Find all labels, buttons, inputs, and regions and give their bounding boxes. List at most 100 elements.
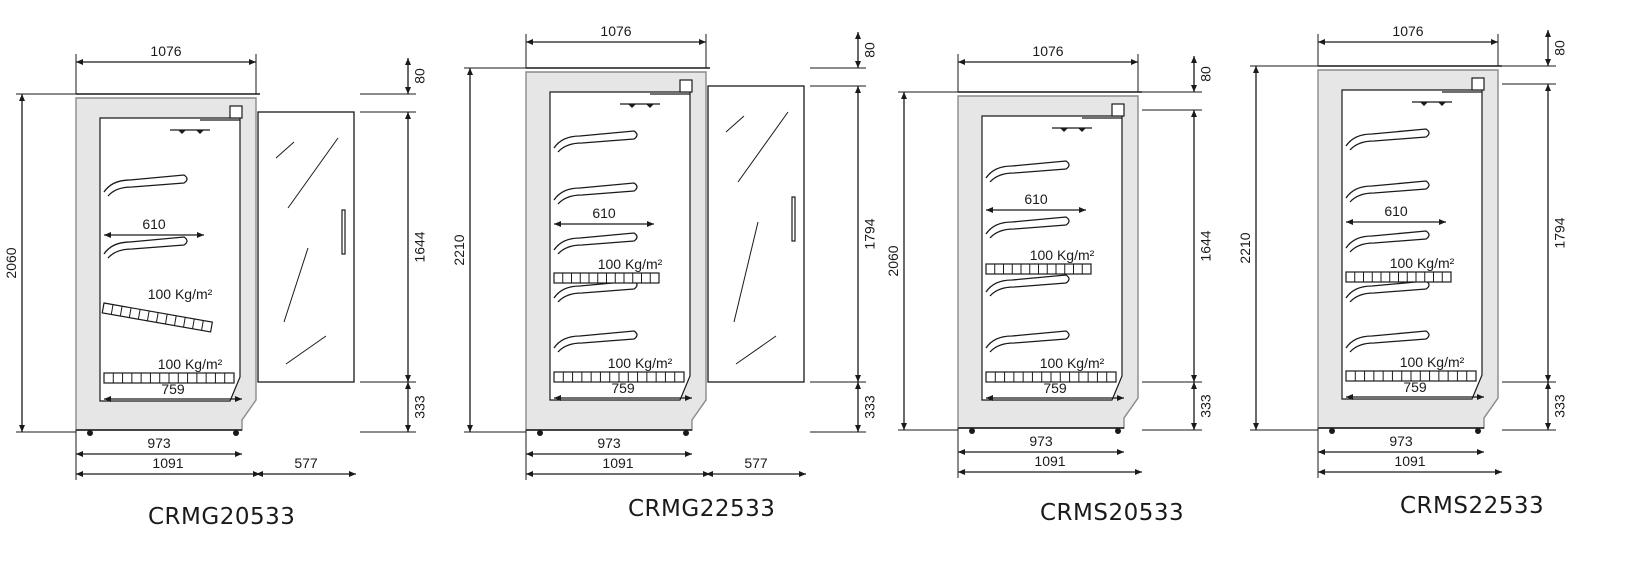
dim-inner-width-arrow-start (986, 395, 993, 401)
dim-shelf-depth-arrow-end (1439, 219, 1446, 225)
dim-overall-depth: 1091 (958, 453, 1142, 475)
dim-door-height-arrow-end (405, 375, 411, 382)
dim-width-top-arrow-end (1131, 59, 1138, 65)
dim-base-height-label: 333 (861, 395, 877, 419)
shelf-outline (553, 330, 638, 353)
shelf-outline (1345, 230, 1430, 253)
dim-width-top: 1076 (958, 43, 1138, 65)
shelf-outline (985, 330, 1070, 353)
dim-base-depth: 973 (526, 435, 692, 457)
glass-reflection (285, 335, 327, 365)
foot (969, 428, 975, 434)
dim-width-top-arrow-start (958, 59, 965, 65)
shelf (985, 274, 1070, 297)
dim-overall-height: 2210 (451, 68, 473, 432)
cabinet-cavity (549, 91, 691, 401)
dim-base-height-arrow-start (1191, 382, 1197, 389)
base-load-blocks (985, 371, 1117, 383)
dim-top-gap-arrow-end (1191, 85, 1197, 92)
shelf (103, 174, 188, 197)
dim-shelf-depth-label: 610 (1384, 203, 1408, 219)
dim-width-top: 1076 (76, 43, 256, 65)
dim-overall-height-arrow-start (467, 68, 473, 75)
foot (683, 430, 689, 436)
model-label-crmg20533: CRMG20533 (148, 504, 296, 530)
dim-width-top-label: 1076 (1032, 43, 1063, 59)
evaporator-box (1111, 103, 1125, 117)
shelf-load-blocks-sep (110, 304, 114, 315)
dim-shelf-depth-label: 610 (1024, 191, 1048, 207)
shelf-outline (985, 274, 1070, 297)
dim-door-swing-arrow-end (349, 471, 356, 477)
glass-reflection (275, 141, 295, 159)
foot (87, 430, 93, 436)
dim-top-gap-label: 80 (1551, 40, 1567, 56)
shelf-load-blocks-sep (201, 320, 204, 331)
dim-base-depth-label: 973 (1029, 433, 1053, 449)
dim-overall-height-arrow-end (901, 423, 907, 430)
dim-base-height-arrow-end (1545, 423, 1551, 430)
dim-overall-depth-arrow-end (703, 471, 710, 477)
dim-inner-width: 759 (104, 381, 242, 402)
shelf (1345, 330, 1430, 353)
shelf (985, 216, 1070, 239)
dim-top-gap-arrow-start (1545, 30, 1551, 37)
base-load-label: 100 Kg/m² (1040, 355, 1105, 371)
dim-base-height-arrow-end (1191, 423, 1197, 430)
dim-top-gap-arrow-end (855, 61, 861, 68)
door-handle (791, 196, 796, 242)
dim-width-top-label: 1076 (150, 43, 181, 59)
dim-overall-depth-label: 1091 (602, 455, 633, 471)
dim-door-height-arrow-end (855, 375, 861, 382)
dim-top-gap-arrow-start (405, 58, 411, 65)
dim-base-height: 333 (855, 382, 877, 432)
dim-base-depth: 973 (1318, 433, 1484, 455)
dim-overall-depth-arrow-start (1318, 469, 1325, 475)
dim-width-top-arrow-start (76, 59, 83, 65)
dim-base-depth-arrow-start (958, 449, 965, 455)
dim-overall-height: 2210 (1237, 66, 1259, 430)
door-frame (257, 111, 355, 383)
shelf-load-blocks (1345, 271, 1452, 283)
dim-top-gap: 80 (1545, 30, 1567, 66)
dim-inner-width-label: 759 (1403, 379, 1427, 395)
glass-reflection (735, 335, 777, 365)
dim-width-top: 1076 (526, 23, 706, 45)
dim-door-height: 1794 (855, 86, 877, 382)
dim-width-top-label: 1076 (1392, 23, 1423, 39)
foot (1329, 428, 1335, 434)
dim-door-swing: 577 (706, 455, 806, 477)
dim-base-height-arrow-start (855, 382, 861, 389)
dim-base-depth-arrow-start (1318, 449, 1325, 455)
dim-shelf-depth: 610 (104, 216, 204, 238)
dim-base-depth-label: 973 (147, 435, 171, 451)
dim-shelf-depth-arrow-end (1079, 207, 1086, 213)
dim-door-height-label: 1794 (1551, 217, 1567, 248)
dim-overall-height-label: 2060 (885, 245, 901, 276)
dim-top-gap-arrow-end (405, 87, 411, 94)
cabinet-cavity (1341, 89, 1483, 400)
dim-top-gap: 80 (855, 32, 877, 68)
shelf-load-blocks-sep (137, 309, 141, 320)
dim-top-gap-arrow-end (1545, 59, 1551, 66)
model-label-crms22533: CRMS22533 (1400, 493, 1545, 519)
dim-base-depth-label: 973 (597, 435, 621, 451)
dim-door-height-label: 1644 (411, 231, 427, 262)
dim-base-height-label: 333 (1197, 394, 1213, 418)
canopy-light-mark (628, 104, 636, 108)
canopy-light-mark (1438, 102, 1446, 106)
evaporator-box (1471, 77, 1485, 91)
canopy-light-mark (178, 130, 186, 134)
shelf-outline (985, 216, 1070, 239)
glass-reflection (283, 247, 309, 323)
shelf-outline (553, 232, 638, 255)
dim-shelf-depth-label: 610 (142, 216, 166, 232)
dim-inner-width-label: 759 (161, 381, 185, 397)
dim-top-gap-label: 80 (1197, 66, 1213, 82)
dim-overall-height: 2060 (885, 92, 907, 430)
